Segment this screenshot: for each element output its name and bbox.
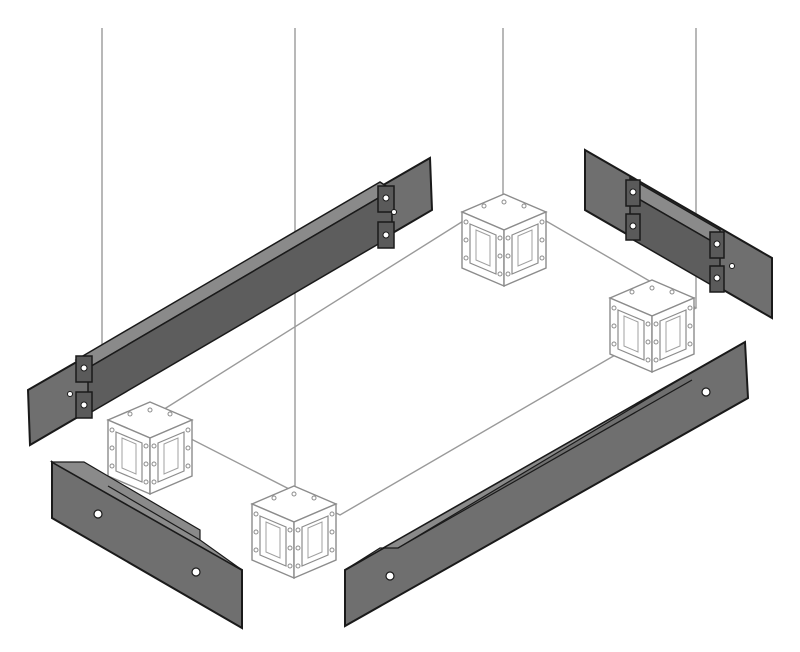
- corner-block-front: [251, 485, 337, 579]
- corner-block-back: [461, 193, 547, 287]
- frame-outline: [149, 195, 698, 516]
- corner-block-right: [609, 279, 695, 373]
- rear-right-panel: [584, 148, 773, 320]
- front-right-panel: [344, 340, 750, 628]
- base-frame: [149, 195, 698, 516]
- corner-block-left: [107, 401, 193, 495]
- front-left-panel: [49, 460, 243, 630]
- rear-left-panel: [26, 156, 434, 447]
